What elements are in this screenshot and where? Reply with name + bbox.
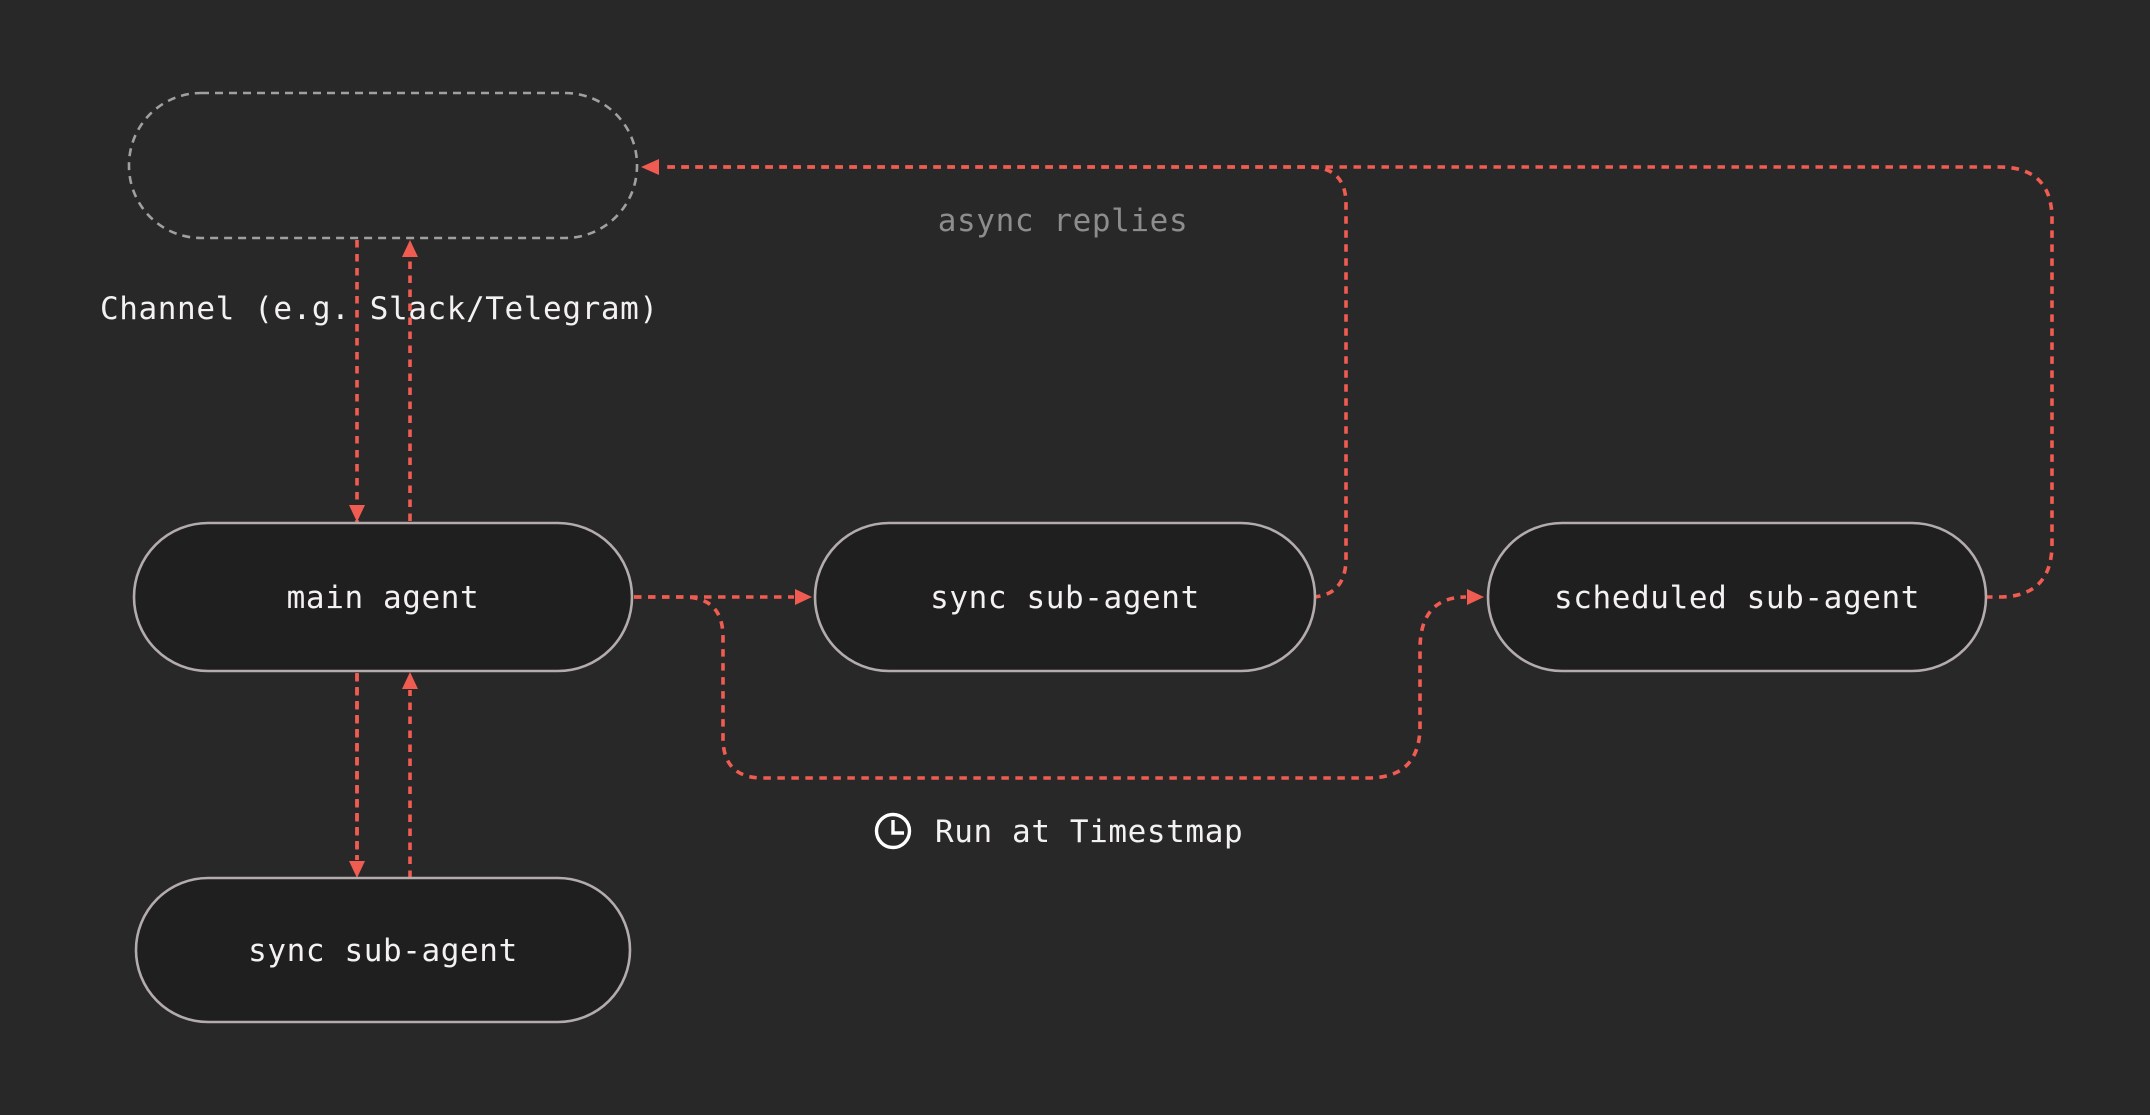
sync-sub-agent-label: sync sub-agent xyxy=(930,580,1200,616)
clock-icon xyxy=(877,815,910,848)
arrowhead-into-main-agent-top xyxy=(349,505,365,522)
arrowhead-into-main-agent-bottom xyxy=(402,672,418,689)
async-replies-label: async replies xyxy=(938,203,1188,239)
sync-sub-agent-bottom-label: sync sub-agent xyxy=(248,933,518,969)
arrowhead-into-channel-right xyxy=(641,159,659,175)
node-channel xyxy=(129,93,637,238)
arrowhead-into-bottom-sync-top xyxy=(349,861,365,878)
scheduled-sub-agent-label: scheduled sub-agent xyxy=(1554,580,1920,616)
arrowhead-into-scheduled-sub-agent xyxy=(1467,589,1484,605)
main-agent-label: main agent xyxy=(287,580,480,616)
arrowhead-into-channel-bottom xyxy=(402,240,418,257)
channel-caption: Channel (e.g. Slack/Telegram) xyxy=(100,291,659,327)
run-at-timestamp-label: Run at Timestmap xyxy=(935,814,1243,850)
arrowhead-into-sync-sub-agent xyxy=(795,589,812,605)
